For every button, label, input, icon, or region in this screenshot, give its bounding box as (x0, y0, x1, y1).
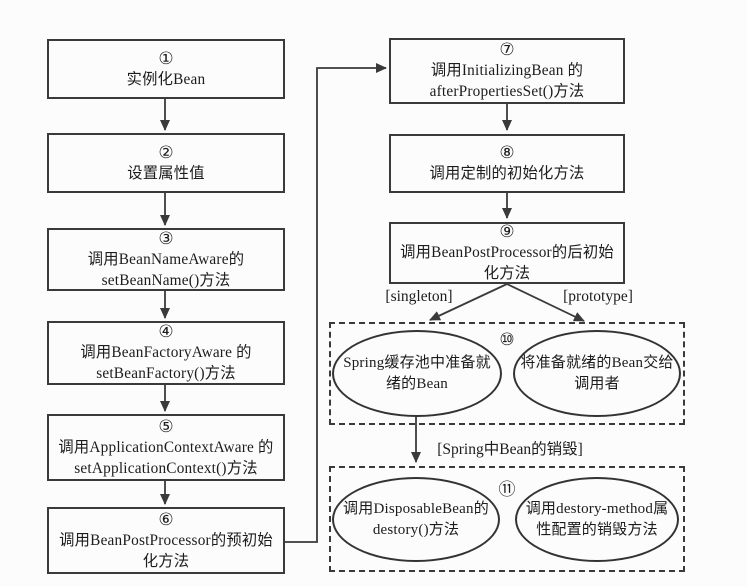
step-box-1: ① 实例化Bean (47, 39, 285, 99)
step-7-text-line2: afterPropertiesSet()方法 (429, 83, 585, 100)
step-5-text-line2: setApplicationContext()方法 (74, 459, 258, 477)
step-9-number: ⑨ (499, 222, 515, 241)
step-3-text-line1: 调用BeanNameAware的 (87, 250, 245, 268)
step-box-5: ⑤ 调用ApplicationContextAware 的 setApplica… (47, 414, 285, 481)
step-10-number: ⑩ (499, 330, 515, 349)
cache-pool-text-line2: 绪的Bean (385, 375, 449, 392)
step-3-text-line2: setBeanName()方法 (101, 271, 231, 289)
disposable-bean-ellipse: 调用DisposableBean的 destory()方法 (332, 477, 500, 562)
step-box-9: ⑨ 调用BeanPostProcessor的后初始 化方法 (389, 222, 625, 284)
disposable-bean-text-line1: 调用DisposableBean的 (343, 500, 489, 517)
step-6-text-line2: 化方法 (142, 552, 190, 570)
step-7-number: ⑦ (499, 40, 515, 59)
step-4-text-line1: 调用BeanFactoryAware 的 (80, 344, 252, 361)
step-8-number: ⑧ (499, 143, 515, 162)
singleton-branch-label: [singleton] (383, 288, 455, 306)
step-6-text-line1: 调用BeanPostProcessor的预初始 (59, 531, 273, 549)
singleton-result-group (329, 322, 685, 425)
destroy-group (329, 466, 685, 572)
step-box-4: ④ 调用BeanFactoryAware 的 setBeanFactory()方… (47, 321, 285, 385)
disposable-bean-text-line2: destory()方法 (372, 521, 460, 538)
step-box-2: ② 设置属性值 (47, 133, 285, 193)
give-to-caller-text-line2: 调用者 (574, 375, 620, 392)
bean-destroy-label: [Spring中Bean的销毁] (435, 441, 585, 459)
step-9-text-line1: 调用BeanPostProcessor的后初始 (400, 244, 614, 261)
step-2-number: ② (158, 142, 174, 162)
step-box-6: ⑥ 调用BeanPostProcessor的预初始 化方法 (47, 507, 285, 574)
step-4-number: ④ (158, 322, 174, 341)
give-to-caller-ellipse: 将准备就绪的Bean交给 调用者 (513, 330, 681, 417)
step-3-number: ③ (158, 228, 174, 248)
step-box-8: ⑧ 调用定制的初始化方法 (389, 134, 625, 193)
step-8-text: 调用定制的初始化方法 (429, 165, 585, 182)
step-4-text-line2: setBeanFactory()方法 (96, 365, 236, 382)
step-6-number: ⑥ (158, 509, 174, 529)
step-5-text-line1: 调用ApplicationContextAware 的 (58, 438, 274, 456)
step-1-number: ① (158, 48, 174, 68)
step-5-number: ⑤ (158, 416, 174, 436)
step-9-text-line2: 化方法 (483, 265, 531, 282)
step-box-7: ⑦ 调用InitializingBean 的 afterPropertiesSe… (389, 38, 625, 104)
destroy-method-ellipse: 调用destory-method属 性配置的销毁方法 (515, 477, 679, 562)
step-1-text: 实例化Bean (126, 70, 206, 88)
cache-pool-ellipse: Spring缓存池中准备就 绪的Bean (332, 330, 502, 417)
step-box-3: ③ 调用BeanNameAware的 setBeanName()方法 (47, 228, 285, 291)
prototype-branch-label: [prototype] (561, 288, 635, 306)
step-2-text: 设置属性值 (127, 164, 205, 182)
step-11-number: ⑪ (498, 480, 516, 499)
step-7-text-line1: 调用InitializingBean 的 (430, 62, 584, 79)
destroy-method-text-line1: 调用destory-method属 (525, 500, 669, 517)
destroy-method-text-line2: 性配置的销毁方法 (536, 521, 658, 538)
give-to-caller-text-line1: 将准备就绪的Bean交给 (520, 354, 674, 371)
cache-pool-text-line1: Spring缓存池中准备就 (343, 354, 491, 371)
